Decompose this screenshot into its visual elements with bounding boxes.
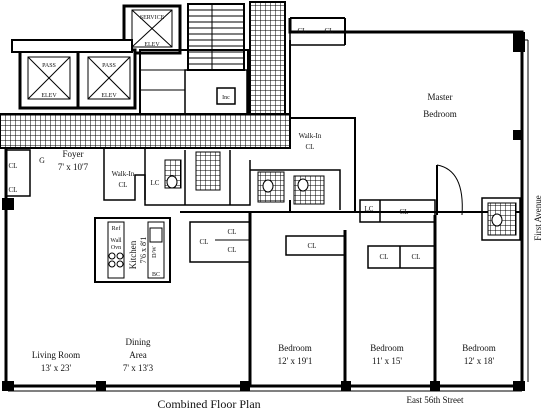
pass-elevator-right-label-2: ELEV <box>101 93 117 99</box>
dining-area-label-2: Area <box>129 350 147 360</box>
walkin-closet-label-2: CL <box>119 181 128 189</box>
incinerator-label: Inc <box>222 95 230 101</box>
kitchen-dimensions: 7'6 x 8'1 <box>139 237 148 264</box>
closet-label: CL <box>200 238 209 246</box>
living-room-label: Living Room <box>32 350 80 360</box>
pass-elevator-left-label-2: ELEV <box>41 93 57 99</box>
walkin-closet-2-label-2: CL <box>306 143 315 151</box>
plan-captions: Combined Floor Plan East 56th Street Fir… <box>157 195 543 411</box>
walkin-closet-label: Walk-In <box>112 170 135 178</box>
closet-label: CL <box>228 228 237 236</box>
bedroom-2-label: Bedroom <box>370 343 404 353</box>
closet-label: CL <box>228 246 237 254</box>
closet-label: CL <box>400 208 409 216</box>
refrigerator-label: Ref <box>112 225 121 232</box>
service-elevator-label: SERVICE <box>140 15 165 21</box>
walkin-closet-2-label: Walk-In <box>299 132 322 140</box>
closet-label: CL <box>380 253 389 261</box>
dining-area-dimensions: 7' x 13'3 <box>123 363 154 373</box>
dining-area-label: Dining <box>125 337 151 347</box>
dishwasher-label: D/W <box>152 246 158 258</box>
closet-label: CL <box>325 27 334 35</box>
bedroom-2-dimensions: 11' x 15' <box>372 356 402 366</box>
building-core <box>0 1 291 149</box>
bedroom-1-dimensions: 12' x 19'1 <box>278 356 313 366</box>
oven-label: Ovn <box>111 245 121 251</box>
bathroom-fixtures <box>108 151 517 268</box>
service-elevator-label-2: ELEV <box>144 42 160 48</box>
gas-label: G <box>39 156 45 165</box>
closet-label: CL <box>308 242 317 250</box>
closet-label: CL <box>9 162 18 170</box>
living-room-dimensions: 13' x 23' <box>41 363 72 373</box>
broom-closet-label: BC <box>152 272 160 278</box>
linen-closet-label: LC <box>151 179 160 187</box>
pass-elevator-left-label: PASS <box>42 63 56 69</box>
street-right-label: First Avenue <box>533 195 543 241</box>
foyer-dimensions: 7' x 10'7 <box>58 162 89 172</box>
closet-labels: CL CL CL CL G Walk-In CL LC Walk-In CL L… <box>9 27 421 278</box>
linen-closet-label: LC <box>365 205 374 213</box>
room-labels: Master Bedroom Foyer 7' x 10'7 Kitchen 7… <box>32 92 496 373</box>
master-bedroom-label: Master <box>428 92 453 102</box>
closet-label: CL <box>9 186 18 194</box>
apartment-walls <box>2 17 529 392</box>
street-bottom-label: East 56th Street <box>407 395 464 405</box>
closet-label: CL <box>412 253 421 261</box>
master-bedroom-label-2: Bedroom <box>423 109 457 119</box>
pass-elevator-right-label: PASS <box>102 63 116 69</box>
foyer-label: Foyer <box>63 149 84 159</box>
wall-oven-label: Wall <box>110 238 122 244</box>
elevator-labels: SERVICE ELEV PASS ELEV PASS ELEV Inc <box>41 15 230 101</box>
kitchen-label: Kitchen <box>128 240 138 269</box>
closet-label: CL <box>298 27 307 35</box>
bedroom-3-label: Bedroom <box>462 343 496 353</box>
bedroom-1-label: Bedroom <box>278 343 312 353</box>
bedroom-3-dimensions: 12' x 18' <box>464 356 495 366</box>
plan-title: Combined Floor Plan <box>157 397 260 411</box>
